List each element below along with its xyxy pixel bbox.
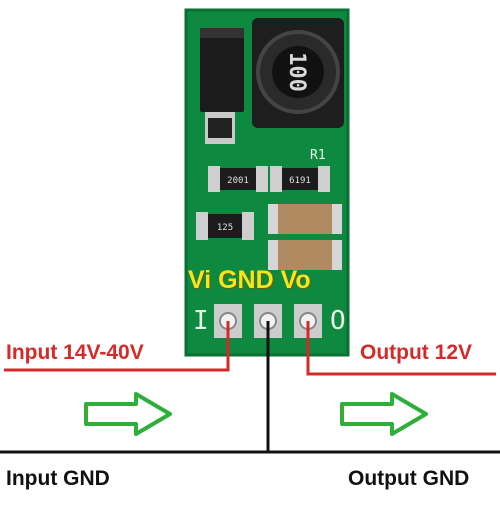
resistor-3-pad-right <box>242 212 254 240</box>
resistor-3-code: 125 <box>217 223 233 233</box>
silk-r1-label: R1 <box>310 148 326 163</box>
capacitor-1 <box>268 204 342 234</box>
capacitor-2-cap-right <box>332 240 342 270</box>
arrow-right-icon <box>340 392 428 436</box>
transistor-body <box>208 118 232 138</box>
diode-band <box>200 28 244 38</box>
resistor-1-code: 2001 <box>227 176 249 186</box>
capacitor-1-cap-left <box>268 204 278 234</box>
input-voltage-label: Input 14V-40V <box>6 341 144 364</box>
resistor-1-pad-right <box>256 166 268 192</box>
resistor-2 <box>282 168 318 190</box>
resistor-2-pad-left <box>270 166 282 192</box>
resistor-3-pad-left <box>196 212 208 240</box>
resistor-1 <box>220 168 256 190</box>
diode-package <box>200 28 244 112</box>
input-gnd-label: Input GND <box>6 467 110 490</box>
output-voltage-label: Output 12V <box>360 341 473 364</box>
resistor-3 <box>208 214 242 238</box>
output-wire <box>306 321 496 376</box>
output-gnd-label: Output GND <box>348 467 470 490</box>
pin-header-label: Vi GND Vo <box>188 266 311 294</box>
resistor-2-pad-right <box>318 166 330 192</box>
silk-roman-zero: O <box>330 306 346 336</box>
inductor-marking: 100 <box>284 52 309 92</box>
inductor-core <box>272 46 324 98</box>
silk-roman-one: I <box>193 306 209 336</box>
capacitor-2-cap-left <box>268 240 278 270</box>
capacitor-1-cap-right <box>332 204 342 234</box>
input-wire <box>4 321 230 372</box>
arrow-right-icon <box>84 392 172 436</box>
capacitor-2 <box>268 240 342 270</box>
resistor-2-code: 6191 <box>289 176 311 186</box>
resistor-1-pad-left <box>208 166 220 192</box>
